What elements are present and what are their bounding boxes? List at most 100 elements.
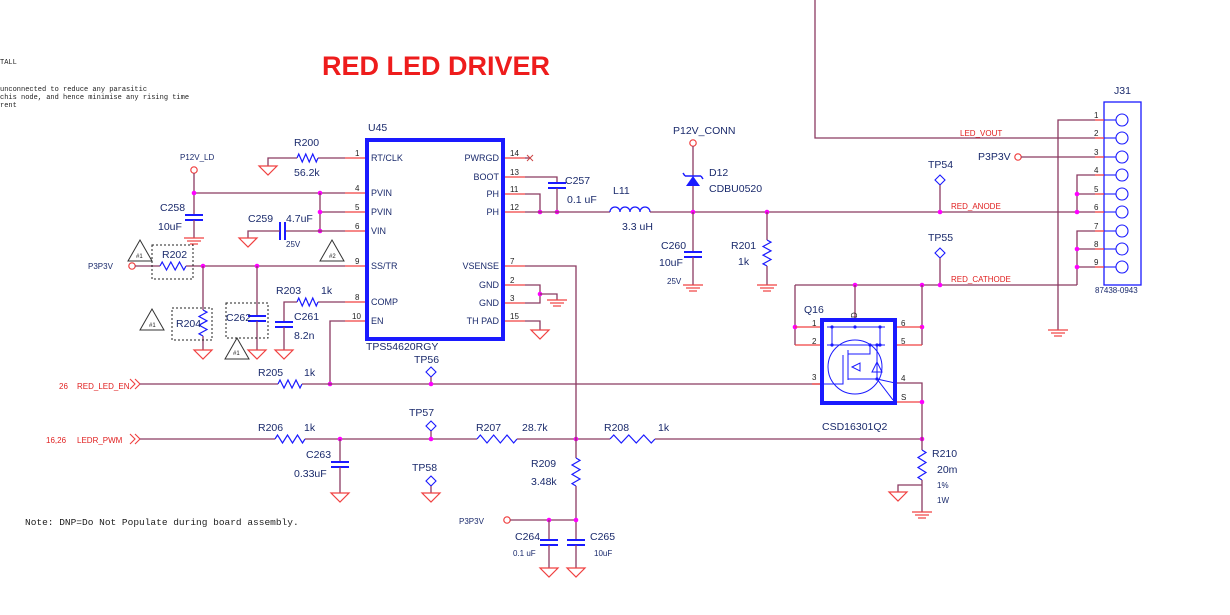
p12v-ld-label: P12V_LD (180, 153, 214, 162)
r203-value: 1k (321, 285, 333, 297)
u45-right-pins: 14 PWRGD 13 BOOT 11 PH 12 PH 7 VSENSE 2 … (462, 149, 519, 326)
dnp-marker: #1 (149, 323, 156, 329)
r209-ref[interactable]: R209 (531, 458, 556, 470)
c260-rating: 25V (667, 277, 682, 286)
mosfet-q16-body (820, 318, 897, 405)
pin-number: 8 (355, 293, 360, 302)
pin-name: SS/TR (371, 261, 398, 271)
ground-symbol (420, 492, 442, 503)
wire (1076, 174, 1095, 212)
c264-ref[interactable]: C264 (515, 531, 540, 543)
pin-number: 3 (812, 373, 817, 382)
wire (129, 433, 136, 445)
r210-ref[interactable]: R210 (932, 448, 957, 460)
tp54-label[interactable]: TP54 (928, 159, 953, 171)
r205-ref[interactable]: R205 (258, 367, 283, 379)
tp58-label[interactable]: TP58 (412, 462, 437, 474)
ground-symbol (192, 349, 214, 360)
ground-symbol (273, 349, 295, 360)
pin-number: 2 (812, 337, 817, 346)
c261-ref[interactable]: C261 (294, 311, 319, 323)
r201-ref[interactable]: R201 (731, 240, 756, 252)
c265-ref[interactable]: C265 (590, 531, 615, 543)
pin-name: PH (486, 207, 499, 217)
pin-name: COMP (371, 297, 398, 307)
pin-name: PVIN (371, 188, 392, 198)
q16-ref[interactable]: Q16 (804, 304, 824, 316)
c257-value: 0.1 uF (567, 194, 597, 206)
power-port-icon (128, 262, 136, 270)
red-led-en-port[interactable]: RED_LED_EN (77, 382, 130, 391)
wire (525, 176, 558, 183)
r210-power: 1W (937, 496, 949, 505)
pin-node (875, 377, 879, 381)
pin-node (878, 343, 882, 347)
c258-ref[interactable]: C258 (160, 202, 185, 214)
connector-pin-icon (1115, 113, 1129, 127)
d12-value: CDBU0520 (709, 183, 762, 195)
connector-pin-icon (1115, 168, 1129, 182)
connector-pin-icon (1115, 150, 1129, 164)
u45-ref[interactable]: U45 (368, 122, 387, 134)
pin-number: 4 (901, 374, 906, 383)
r208-value: 1k (658, 422, 670, 434)
r202-ref[interactable]: R202 (162, 249, 187, 261)
wire (1057, 119, 1095, 330)
r206-ref[interactable]: R206 (258, 422, 283, 434)
wire (274, 433, 306, 445)
d12-ref[interactable]: D12 (709, 167, 728, 179)
note-line: rent (0, 102, 17, 110)
j31-ref[interactable]: J31 (1114, 85, 1131, 97)
pin-name: RT/CLK (371, 153, 403, 163)
p3p3v-label: P3P3V (459, 517, 485, 526)
r200-value: 56.2k (294, 167, 320, 179)
r204-ref[interactable]: R204 (176, 318, 201, 330)
r208-ref[interactable]: R208 (604, 422, 629, 434)
tp57-label[interactable]: TP57 (409, 407, 434, 419)
ground-symbol (538, 567, 560, 578)
pin-number: 6 (355, 222, 360, 231)
diode-d12 (686, 176, 700, 186)
connector-pin-icon (1115, 224, 1129, 238)
ground-symbol (529, 329, 551, 340)
r207-ref[interactable]: R207 (476, 422, 501, 434)
tp56-label[interactable]: TP56 (414, 354, 439, 366)
junction-dot (317, 209, 323, 215)
l11-ref[interactable]: L11 (613, 185, 630, 197)
ic-u45-body (365, 138, 505, 341)
r209-value: 3.48k (531, 476, 557, 488)
tp55-label[interactable]: TP55 (928, 232, 953, 244)
c259-ref[interactable]: C259 (248, 213, 273, 225)
warning-triangle-icon (127, 238, 153, 262)
r203-ref[interactable]: R203 (276, 285, 301, 297)
c263-ref[interactable]: C263 (306, 449, 331, 461)
junction-dot (937, 282, 943, 288)
pin-number: 8 (1094, 240, 1099, 249)
pin-number: 11 (510, 185, 519, 194)
warning-triangle-icon (224, 336, 250, 360)
c265-value: 10uF (594, 549, 612, 558)
r200-ref[interactable]: R200 (294, 137, 319, 149)
wire (609, 434, 656, 444)
offpage-sheet-ref: 26 (59, 382, 68, 391)
sheet-title: RED LED DRIVER (322, 51, 550, 81)
ground-symbol (329, 492, 351, 503)
wire (897, 484, 922, 492)
c257-ref[interactable]: C257 (565, 175, 590, 187)
note-line: unconnected to reduce any parasitic (0, 86, 147, 94)
pin-number: 5 (1094, 185, 1099, 194)
ledr-pwm-port[interactable]: LEDR_PWM (77, 436, 123, 445)
c262-ref[interactable]: C262 (226, 312, 251, 324)
connector-pin-icon (1115, 187, 1129, 201)
c260-value: 10uF (659, 257, 683, 269)
c260-ref[interactable]: C260 (661, 240, 686, 252)
j31-part: 87438-0943 (1095, 286, 1138, 295)
mosfet-arrow-icon (850, 362, 861, 372)
test-point-icon (425, 475, 437, 487)
junction-dot (573, 517, 579, 523)
junction-dot (191, 190, 197, 196)
test-point-icon (425, 366, 437, 378)
dnp-marker: #2 (329, 254, 336, 260)
wire (525, 193, 541, 212)
connector-pin-icon (1115, 205, 1129, 219)
